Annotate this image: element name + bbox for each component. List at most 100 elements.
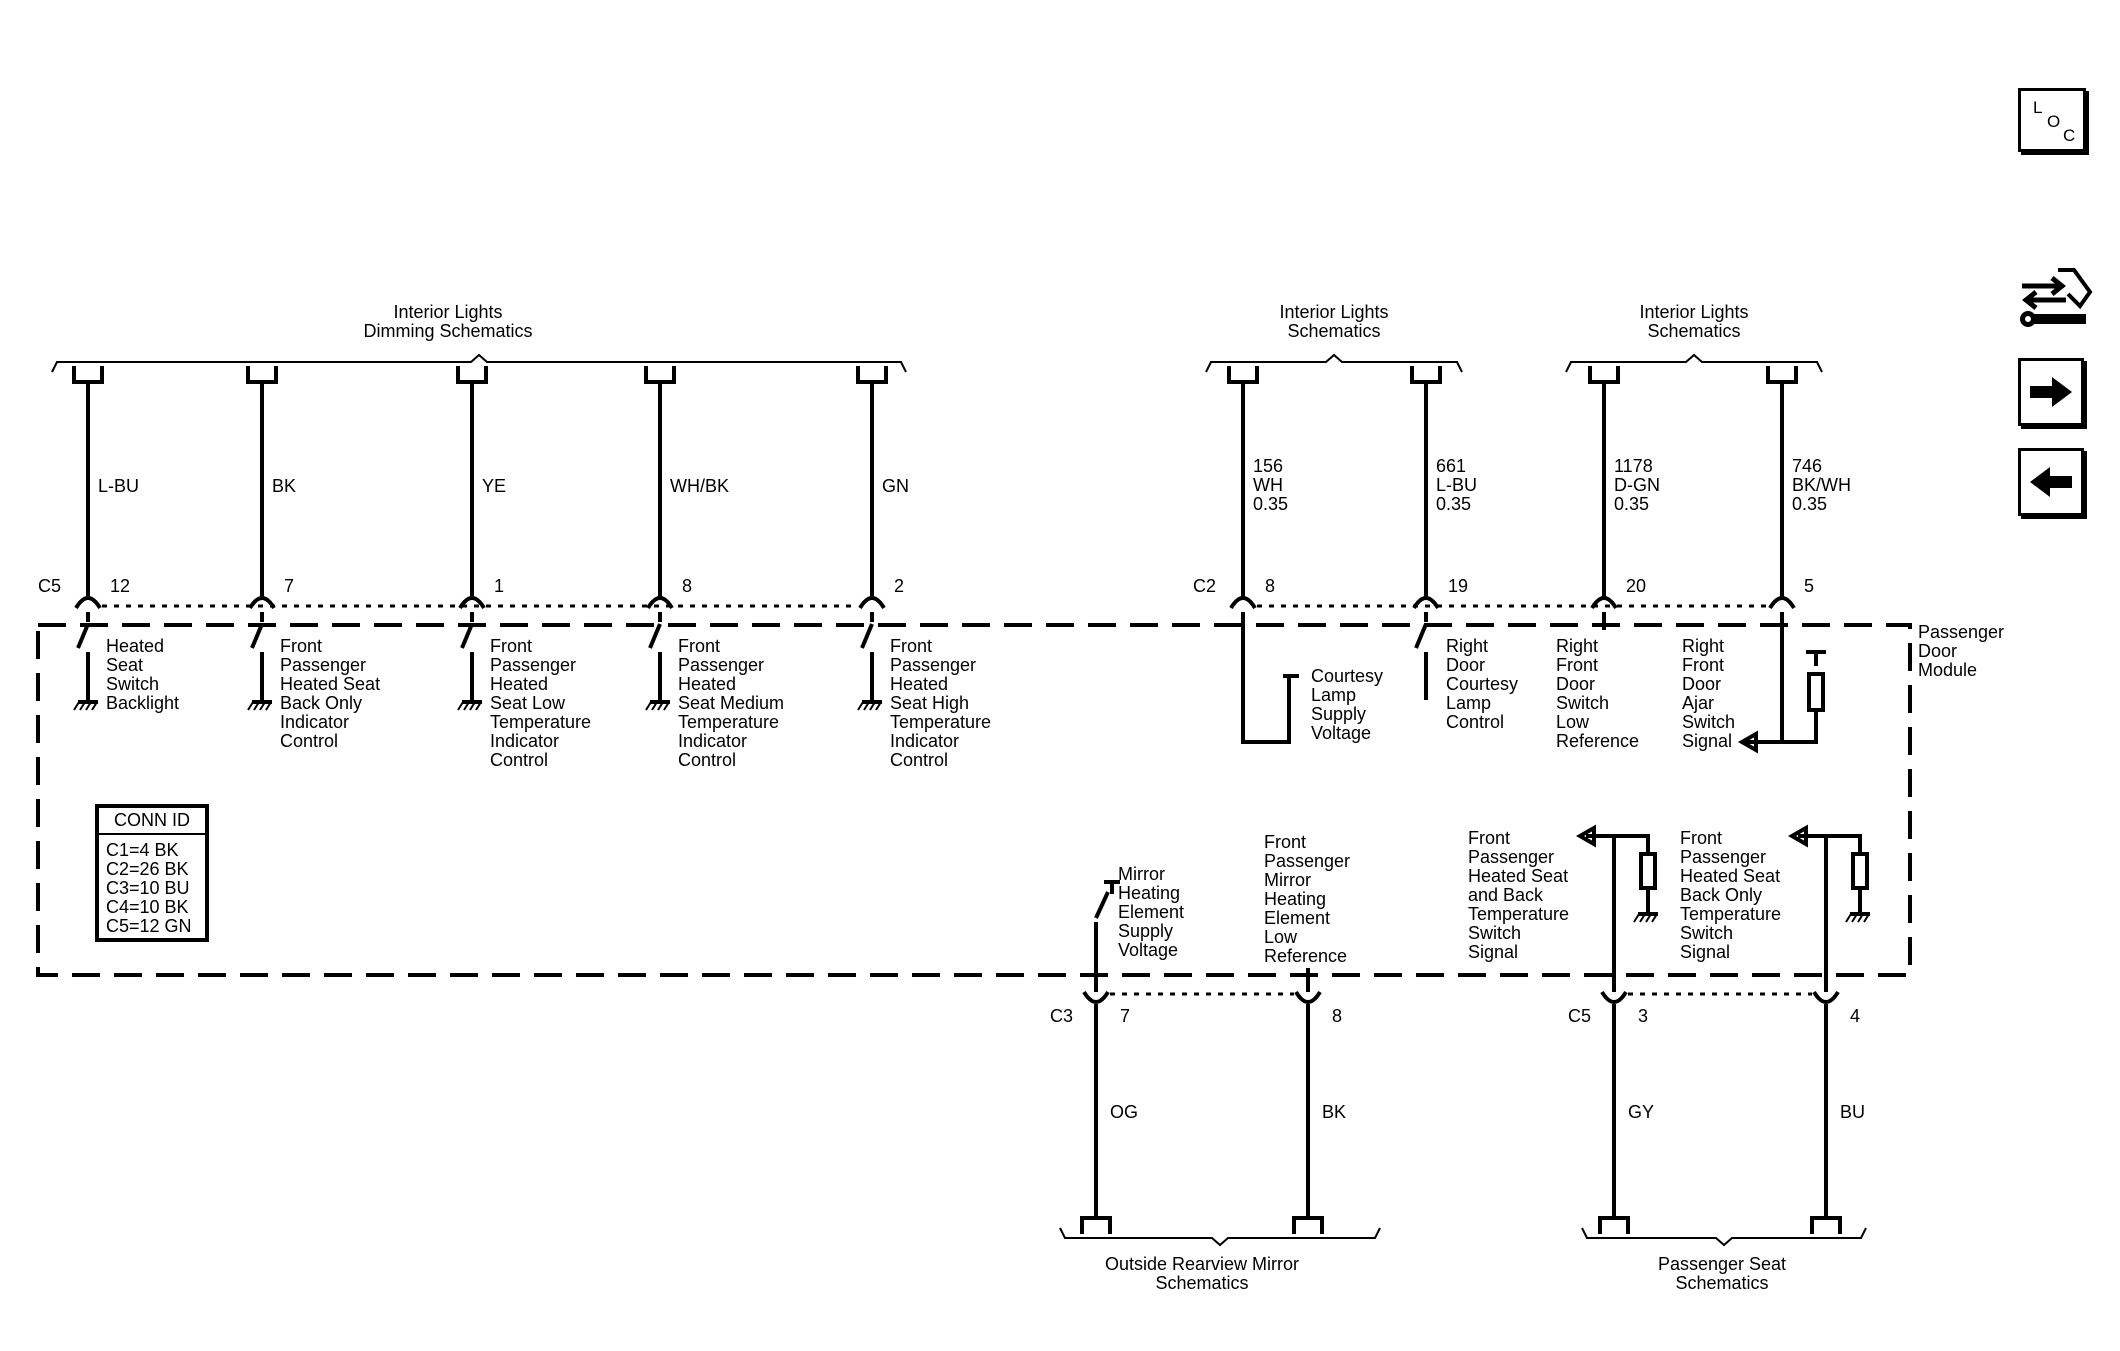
circuit-description: Voltage (1311, 723, 1371, 743)
circuit-description: Front (1682, 655, 1724, 675)
circuit-description: Low (1556, 712, 1590, 732)
wire-color-label: WH (1253, 475, 1283, 495)
connector-id: C5 (1568, 1006, 1591, 1026)
circuit-description: Control (890, 750, 948, 770)
loc-button[interactable]: L O C (2018, 88, 2086, 152)
ground-symbol (1645, 913, 1652, 923)
circuit-description: Front (1264, 832, 1306, 852)
circuit-description: Supply (1118, 921, 1173, 941)
circuit-description: Front (678, 636, 720, 656)
conn-id-row: C1=4 BK (106, 840, 179, 860)
pin-number: 8 (682, 576, 692, 596)
circuit-description: Heated (678, 674, 736, 694)
connector-shell (1565, 353, 1823, 373)
pin-number: 3 (1638, 1006, 1648, 1026)
circuit-description: Voltage (1118, 940, 1178, 960)
connector-id: C3 (1050, 1006, 1073, 1026)
circuit-description: Temperature (890, 712, 991, 732)
destination-label: Interior Lights (393, 302, 502, 322)
terminal (1598, 1216, 1630, 1234)
circuit-description: Temperature (490, 712, 591, 732)
circuit-description: Door (1682, 674, 1721, 694)
terminal (856, 366, 888, 384)
wire-color-label: 661 (1436, 456, 1466, 476)
connector-shell (1059, 1227, 1381, 1247)
resistor (1639, 852, 1657, 890)
circuit-description: Indicator (280, 712, 349, 732)
passenger-door-module-outline (36, 623, 1912, 977)
connector-pin (1294, 990, 1322, 1004)
wire-color-label: L-BU (1436, 475, 1477, 495)
circuit-description: Passenger (1680, 847, 1766, 867)
ground-symbol (475, 701, 482, 711)
ground-symbol (1845, 913, 1852, 923)
ground-symbol (469, 701, 476, 711)
wire-color-label: 0.35 (1436, 494, 1471, 514)
back-button[interactable] (2018, 448, 2084, 516)
circuit-description: Control (280, 731, 338, 751)
circuit-description: Heated Seat (1468, 866, 1568, 886)
pin-number: 8 (1265, 576, 1275, 596)
wire-color-label: 1178 (1614, 456, 1653, 476)
wire-color-label: 0.35 (1614, 494, 1649, 514)
circuit-description: Seat Medium (678, 693, 784, 713)
ground-symbol (247, 701, 254, 711)
ground-symbol (79, 701, 86, 711)
circuit-description: Signal (1682, 731, 1732, 751)
circuit-description: and Back (1468, 885, 1544, 905)
wire-color-label: BK (1322, 1102, 1346, 1122)
loc-letter-l: L (2033, 98, 2043, 117)
wire-color-label: BK/WH (1792, 475, 1851, 495)
terminal (456, 366, 488, 384)
wiring (51, 353, 1870, 1247)
swap-wrench-icon[interactable] (2018, 264, 2094, 340)
destination-label: Schematics (1155, 1273, 1248, 1293)
connector-id: C2 (1193, 576, 1216, 596)
circuit-description: Passenger (490, 655, 576, 675)
pin-number: 7 (284, 576, 294, 596)
circuit-description: Courtesy (1446, 674, 1518, 694)
wire (1782, 710, 1818, 744)
circuit-description: Switch (1556, 693, 1609, 713)
circuit-description: Supply (1311, 704, 1366, 724)
circuit-description: Front (890, 636, 932, 656)
forward-button[interactable] (2018, 358, 2084, 426)
connector-pin (1812, 990, 1840, 1004)
ground-symbol (1639, 913, 1646, 923)
ground-symbol (463, 701, 470, 711)
wire-color-label: OG (1110, 1102, 1138, 1122)
wire-color-label: D-GN (1614, 475, 1660, 495)
ground-symbol (253, 701, 260, 711)
switch (460, 623, 474, 649)
resistor (1851, 852, 1869, 890)
connector-pin (858, 596, 886, 610)
conn-id-row: C2=26 BK (106, 859, 189, 879)
ground-symbol (457, 701, 464, 711)
circuit-description: Indicator (678, 731, 747, 751)
circuit-description: Back Only (280, 693, 362, 713)
circuit-description: Mirror (1118, 864, 1165, 884)
circuit-description: Heating (1264, 889, 1326, 909)
circuit-description: Front (280, 636, 322, 656)
pin-number: 8 (1332, 1006, 1342, 1026)
ground-symbol (869, 701, 876, 711)
connector-pin (74, 596, 102, 610)
destination-label: Interior Lights (1639, 302, 1748, 322)
wire-color-label: 0.35 (1792, 494, 1827, 514)
wire (1614, 834, 1650, 852)
terminal (1292, 1216, 1324, 1234)
pin-number: 1 (494, 576, 504, 596)
circuit-description: Heated (106, 636, 164, 656)
ground-symbol (91, 701, 98, 711)
circuit-description: Indicator (490, 731, 559, 751)
circuit-description: Control (490, 750, 548, 770)
pin-number: 2 (894, 576, 904, 596)
circuit-description: Seat (106, 655, 143, 675)
circuit-description: Passenger (678, 655, 764, 675)
circuit-description: Door (1446, 655, 1485, 675)
wire-color-label: GY (1628, 1102, 1654, 1122)
terminal (1227, 366, 1259, 384)
circuit-description: Element (1118, 902, 1184, 922)
destination-label: Passenger Seat (1658, 1254, 1786, 1274)
